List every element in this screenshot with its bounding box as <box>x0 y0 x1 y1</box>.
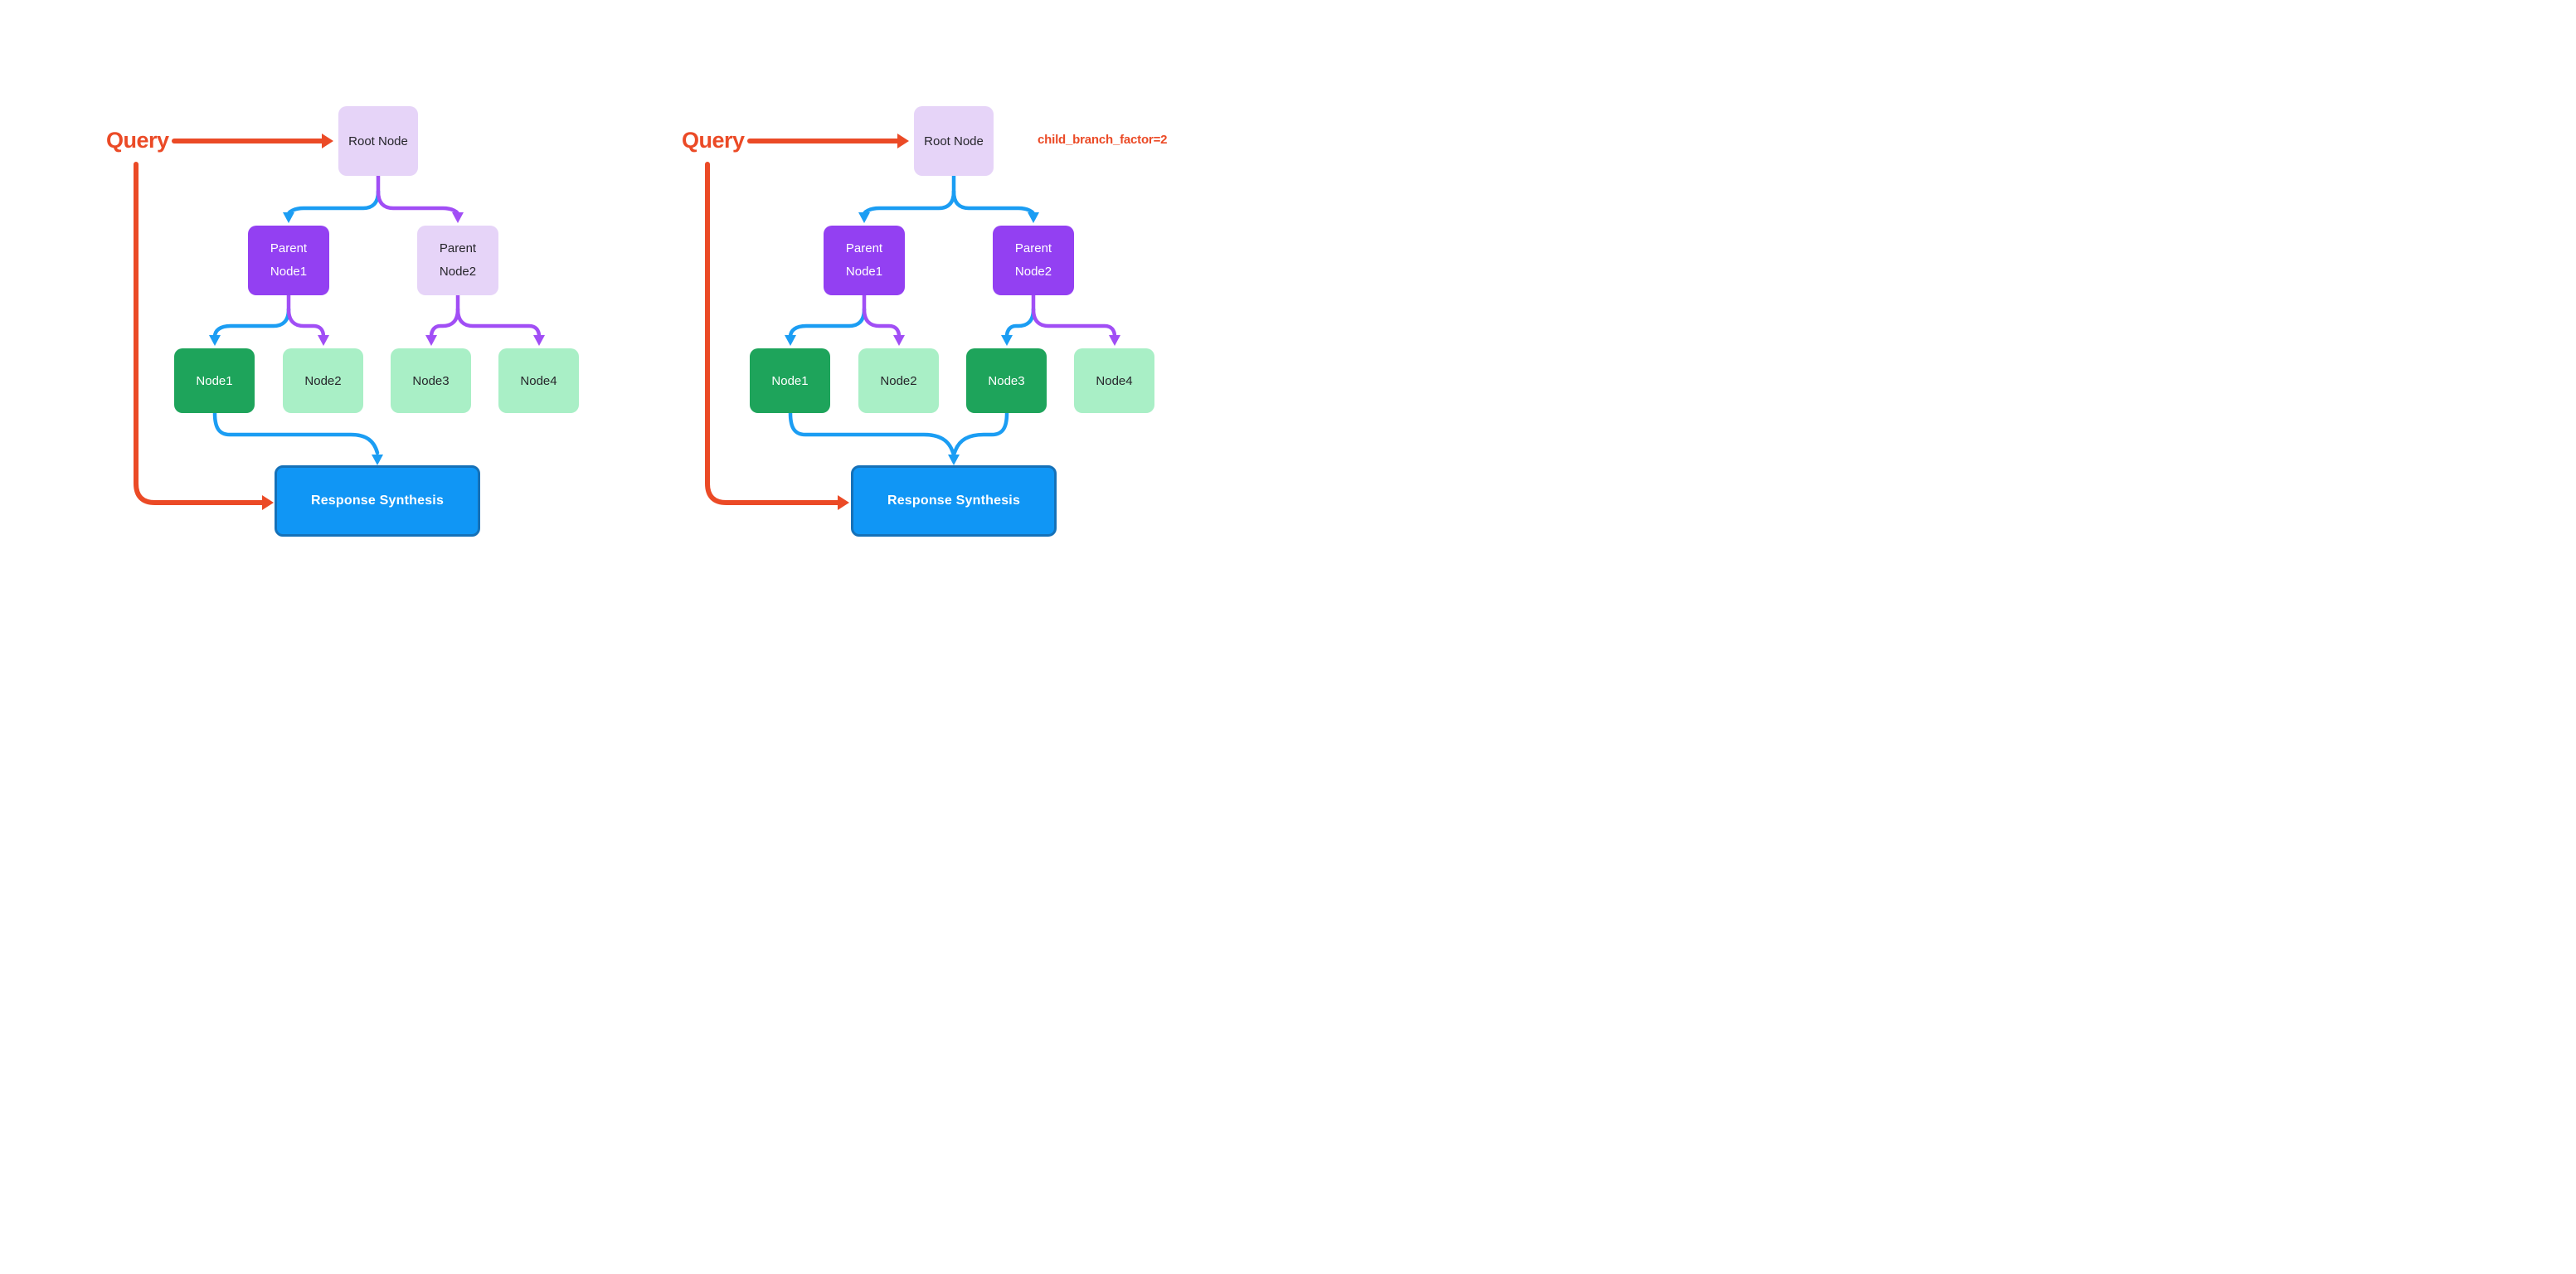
edge-node3-synthesis-right <box>951 411 1009 457</box>
root-node-label-right: Root Node <box>924 134 984 148</box>
parent-node1-left: Parent Node1 <box>248 226 329 295</box>
arrowhead-query-root-left <box>322 134 333 148</box>
query-to-synthesis-arrow-left <box>134 162 265 505</box>
arrowhead-parent1-right <box>858 212 870 223</box>
parent-node1-right: Parent Node1 <box>824 226 905 295</box>
leaf-node3-label-right: Node3 <box>988 373 1025 388</box>
leaf-node1-right: Node1 <box>750 348 830 413</box>
arrowhead-node1-left <box>209 335 221 346</box>
arrowhead-synthesis-right <box>948 455 960 465</box>
response-synthesis-label-right: Response Synthesis <box>887 494 1021 508</box>
leaf-node2-left: Node2 <box>283 348 363 413</box>
parent-node2-label-left: Parent Node2 <box>439 241 477 280</box>
arrowhead-node2-left <box>318 335 329 346</box>
leaf-node4-label-right: Node4 <box>1096 373 1133 388</box>
arrowhead-node1-right <box>785 335 796 346</box>
diagram-canvas: Query Root Node Parent Node1 Parent Node… <box>0 0 1288 637</box>
arrowhead-parent1-left <box>283 212 294 223</box>
arrowhead-query-synthesis-left <box>262 495 274 510</box>
root-node-label-left: Root Node <box>348 134 408 148</box>
arrowhead-parent2-left <box>452 212 464 223</box>
root-node-left: Root Node <box>338 106 418 176</box>
edge-parent2-node3-right <box>1004 307 1036 339</box>
child-branch-factor-annotation: child_branch_factor=2 <box>1038 133 1168 147</box>
edge-parent2-node4-right <box>1031 307 1117 339</box>
query-label-right: Query <box>682 128 745 153</box>
leaf-node2-label-right: Node2 <box>880 373 917 388</box>
leaf-node3-label-left: Node3 <box>412 373 450 388</box>
leaf-node3-right: Node3 <box>966 348 1047 413</box>
arrowhead-parent2-right <box>1028 212 1039 223</box>
edge-root-parent1-left <box>286 189 381 216</box>
edge-node1-synthesis-right <box>788 411 956 457</box>
response-synthesis-label-left: Response Synthesis <box>310 494 445 508</box>
arrowhead-query-synthesis-right <box>838 495 849 510</box>
edge-parent1-node1-right <box>788 307 867 339</box>
leaf-node2-label-left: Node2 <box>304 373 342 388</box>
leaf-node1-label-right: Node1 <box>771 373 809 388</box>
edge-parent1-node2-right <box>862 307 902 339</box>
leaf-node4-right: Node4 <box>1074 348 1154 413</box>
leaf-node3-left: Node3 <box>391 348 471 413</box>
query-to-synthesis-arrow-right <box>705 162 840 505</box>
leaf-node2-right: Node2 <box>858 348 939 413</box>
arrowhead-node4-right <box>1109 335 1120 346</box>
arrowhead-node2-right <box>893 335 905 346</box>
edge-parent1-node2-left <box>286 307 326 339</box>
parent-node1-label-right: Parent Node1 <box>845 241 883 280</box>
root-node-right: Root Node <box>914 106 994 176</box>
parent-node2-label-right: Parent Node2 <box>1014 241 1052 280</box>
parent-node2-left: Parent Node2 <box>417 226 498 295</box>
edge-parent1-node1-left <box>212 307 291 339</box>
leaf-node4-left: Node4 <box>498 348 579 413</box>
edge-root-parent1-right <box>862 189 956 216</box>
edge-parent2-node4-left <box>455 307 542 339</box>
parent-node2-right: Parent Node2 <box>993 226 1074 295</box>
parent-node1-label-left: Parent Node1 <box>270 241 308 280</box>
response-synthesis-left: Response Synthesis <box>275 465 480 537</box>
edge-parent2-node3-left <box>429 307 460 339</box>
query-label-left: Query <box>106 128 169 153</box>
edge-root-parent2-right <box>951 189 1036 216</box>
response-synthesis-right: Response Synthesis <box>851 465 1057 537</box>
edge-root-parent2-left <box>376 189 460 216</box>
arrowhead-synthesis-left <box>372 455 383 465</box>
edge-node1-synthesis-left <box>212 411 380 455</box>
arrowhead-query-root-right <box>897 134 909 148</box>
leaf-node1-left: Node1 <box>174 348 255 413</box>
leaf-node4-label-left: Node4 <box>520 373 557 388</box>
arrowhead-node3-right <box>1001 335 1013 346</box>
leaf-node1-label-left: Node1 <box>196 373 233 388</box>
arrowhead-node4-left <box>533 335 545 346</box>
edges-layer <box>134 134 1120 510</box>
arrowhead-node3-left <box>425 335 437 346</box>
